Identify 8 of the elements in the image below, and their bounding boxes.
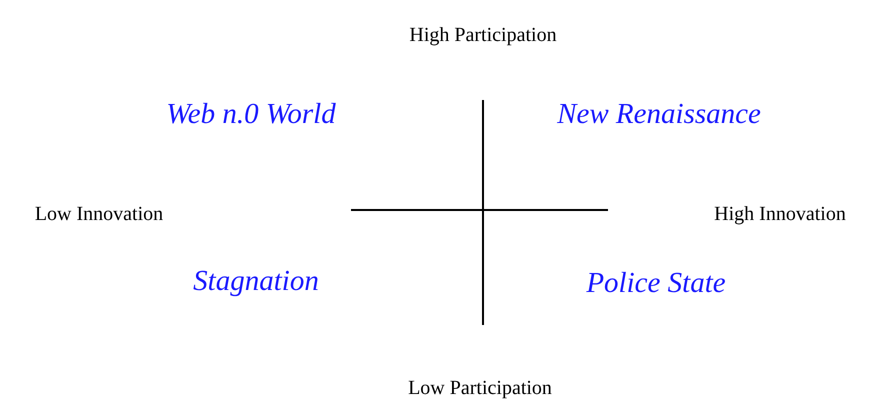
axis-label: Low Participation [408,377,552,399]
quadrant-label: Police State [586,268,726,300]
axis-label: High Innovation [714,203,846,225]
axis-label: Low Innovation [34,203,164,225]
quadrant-label: New Renaissance [557,99,761,131]
quadrant-label: Web n.0 World [166,99,336,131]
axis-label: High Participation [409,24,557,46]
quadrant-label: Stagnation [193,266,319,298]
